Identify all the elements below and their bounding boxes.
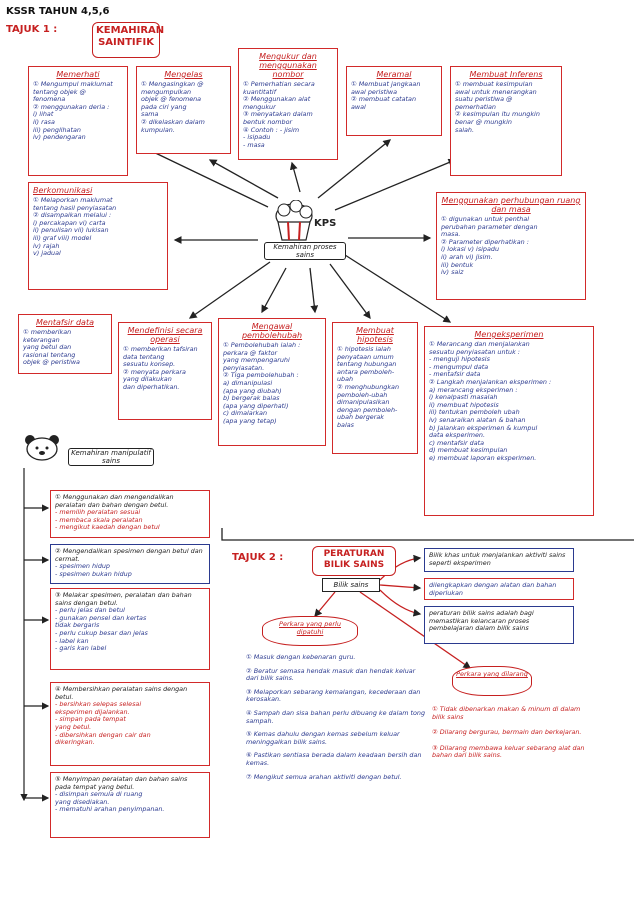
bilik-desc-2-text: dilengkapkan dengan alatan dan bahan dip… (429, 581, 557, 597)
box-berkomunikasi-body: ① Melaporkan maklumat tentang hasil peny… (33, 196, 117, 258)
perlu-item-7: ⑦ Mengikut semua arahan aktiviti dengan … (246, 772, 402, 781)
bilik-sains-node: Bilik sains (322, 578, 380, 592)
kps-center: KPS Kemahiran proses sains (262, 200, 348, 264)
manip-item-4-num: ④ (55, 685, 61, 693)
manip-item-2-num: ② (55, 547, 61, 555)
manip-item-5-body: - disimpan semula di ruang yang disediak… (55, 790, 165, 814)
manip-item-2-body: - spesimen hidup - spesimen bukan hidup (55, 562, 132, 578)
topic2-label: TAJUK 2 : (232, 552, 284, 563)
topic2-title: PERATURAN BILIK SAINS (312, 546, 396, 576)
popcorn-icon (275, 200, 313, 241)
box-definisi-title: Mendefinisi secara operasi (127, 326, 203, 344)
box-mengukur: Mengukur dan menggunakan nombor ① Pemerh… (238, 48, 338, 160)
larang-title: Perkara yang dilarang (452, 666, 532, 696)
perlu-item-3: ③ Melaporkan sebarang kemalangan, kecede… (246, 687, 421, 704)
box-meramal-body: ① Membuat jangkaan awal peristiwa ② memb… (351, 80, 421, 111)
perlu-list: ① Masuk dengan kebenaran guru. ② Beratur… (246, 653, 426, 781)
box-inferens: Membuat Inferens ① membuat kesimpulan aw… (450, 66, 562, 176)
box-hipotesis-title: Membuat hipotesis (356, 326, 394, 344)
box-definisi-body: ① memberikan tafsiran data tentang sesua… (123, 345, 198, 391)
box-memerhati-title: Memerhati (56, 70, 100, 79)
box-inferens-body: ① membuat kesimpulan awal untuk menerang… (455, 80, 540, 134)
bilik-desc-3: peraturan bilik sains adalah bagi memast… (424, 606, 574, 644)
manip-item-4-head: Membersihkan peralatan sains dengan betu… (55, 685, 188, 701)
box-pemboleh: Mengawal pembolehubah ① Pembolehubah ial… (218, 318, 326, 446)
box-eksperimen: Mengeksperimen ① Merancang dan menjalank… (424, 326, 594, 516)
topic1-label: TAJUK 1 : (6, 24, 58, 35)
manip-item-3-body: - perlu jelas dan betul - gunakan pensel… (55, 606, 148, 653)
box-eksperimen-body: ① Merancang dan menjalankan sesuatu peny… (429, 340, 552, 462)
perlu-title: Perkara yang perlu dipatuhi (262, 616, 358, 646)
box-berkomunikasi-title: Berkomunikasi (33, 186, 93, 195)
box-mentafsir-body: ① memberikan keterangan yang betul dan r… (23, 328, 80, 367)
box-berkomunikasi: Berkomunikasi ① Melaporkan maklumat tent… (28, 182, 168, 290)
larang-item-1: ① Tidak dibenarkan makan & minum di dala… (432, 705, 581, 721)
box-mengukur-body: ① Pemerhatian secara kuantitatif ② Mengg… (243, 80, 315, 149)
larang-item-2: ② Dilarang bergurau, bermain dan berkeja… (432, 728, 582, 737)
perlu-item-4: ④ Sampah dan sisa bahan perlu dibuang ke… (246, 708, 426, 725)
box-meramal: Meramal ① Membuat jangkaan awal peristiw… (346, 66, 442, 136)
bilik-desc-2: dilengkapkan dengan alatan dan bahan dip… (424, 578, 574, 600)
manip-item-1-num: ① (55, 493, 61, 501)
box-mengelas: Mengelas ① Mengasingkan @ mengumpulkan o… (136, 66, 231, 154)
perlu-item-5: ⑤ Kemas dahulu dengan kemas sebelum kelu… (246, 730, 400, 746)
manip-item-3-num: ③ (55, 591, 61, 599)
topic1-title: KEMAHIRAN SAINTIFIK (92, 22, 164, 58)
manip-label: Kemahiran manipulatif sains (68, 448, 154, 466)
box-mengelas-body: ① Mengasingkan @ mengumpulkan objek @ fe… (141, 80, 205, 134)
manip-item-3-head: Melakar spesimen, peralatan dan bahan sa… (55, 591, 192, 607)
box-mengelas-title: Mengelas (164, 70, 203, 79)
kps-badge: KPS (314, 218, 337, 229)
box-inferens-title: Membuat Inferens (469, 70, 543, 79)
manip-item-4: ④ Membersihkan peralatan sains dengan be… (50, 682, 210, 766)
box-memerhati-body: ① Mengumpul maklumat tentang objek @ fen… (33, 80, 113, 142)
box-eksperimen-title: Mengeksperimen (474, 330, 544, 339)
perlu-item-2: ② Beratur semasa hendak masuk dan hendak… (246, 666, 416, 683)
perlu-item-1: ① Masuk dengan kebenaran guru. (246, 653, 356, 661)
manip-item-1-head: Menggunakan dan mengendalikan peralatan … (55, 493, 174, 509)
box-hipotesis-body: ① hipotesis ialah penyataan umum tentang… (337, 345, 400, 429)
manip-item-4-body: - bersihkan selepas selesai eksperimen d… (55, 700, 151, 747)
manip-item-5: ⑤ Menyimpan peralatan dan bahan sains pa… (50, 772, 210, 838)
manip-item-1: ① Menggunakan dan mengendalikan peralata… (50, 490, 210, 538)
box-pemboleh-body: ① Pembolehubah ialah : perkara @ faktor … (223, 341, 301, 425)
box-hubungan: Menggunakan perhubungan ruang dan masa ①… (436, 192, 586, 300)
manip-item-5-head: Menyimpan peralatan dan bahan sains pada… (55, 775, 188, 791)
bilik-desc-3-text: peraturan bilik sains adalah bagi memast… (429, 609, 534, 633)
larang-item-3: ③ Dilarang membawa keluar sebarang alat … (432, 743, 585, 760)
box-hipotesis: Membuat hipotesis ① hipotesis ialah peny… (332, 322, 418, 454)
bilik-desc-1: Bilik khas untuk menjalankan aktiviti sa… (424, 548, 574, 572)
box-mentafsir: Mentafsir data ① memberikan keterangan y… (18, 314, 112, 374)
box-hubungan-body: ① digunakan untuk penthal perubahan para… (441, 215, 538, 277)
manip-item-1-body: - memilih peralatan sesuai - membaca ska… (55, 508, 160, 532)
box-hubungan-title: Menggunakan perhubungan ruang dan masa (441, 196, 581, 214)
larang-list: ① Tidak dibenarkan makan & minum di dala… (432, 705, 592, 760)
kps-label: Kemahiran proses sains (264, 242, 346, 260)
manip-item-2: ② Mengendalikan spesimen dengan betul da… (50, 544, 210, 584)
bilik-desc-1-text: Bilik khas untuk menjalankan aktiviti sa… (429, 551, 566, 567)
box-mentafsir-title: Mentafsir data (36, 318, 94, 327)
box-memerhati: Memerhati ① Mengumpul maklumat tentang o… (28, 66, 128, 176)
box-definisi: Mendefinisi secara operasi ① memberikan … (118, 322, 212, 420)
series-title: KSSR TAHUN 4,5,6 (6, 6, 110, 17)
manip-item-5-num: ⑤ (55, 775, 61, 783)
box-meramal-title: Meramal (376, 70, 412, 79)
manip-item-2-head: Mengendalikan spesimen dengan betul dan … (55, 547, 203, 563)
perlu-item-6: ⑥ Pastikan sentiasa berada dalam keadaan… (246, 751, 422, 767)
manip-item-3: ③ Melakar spesimen, peralatan dan bahan … (50, 588, 210, 670)
box-pemboleh-title: Mengawal pembolehubah (241, 322, 303, 340)
box-mengukur-title: Mengukur dan menggunakan nombor (259, 52, 317, 79)
bear-icon (22, 432, 62, 462)
